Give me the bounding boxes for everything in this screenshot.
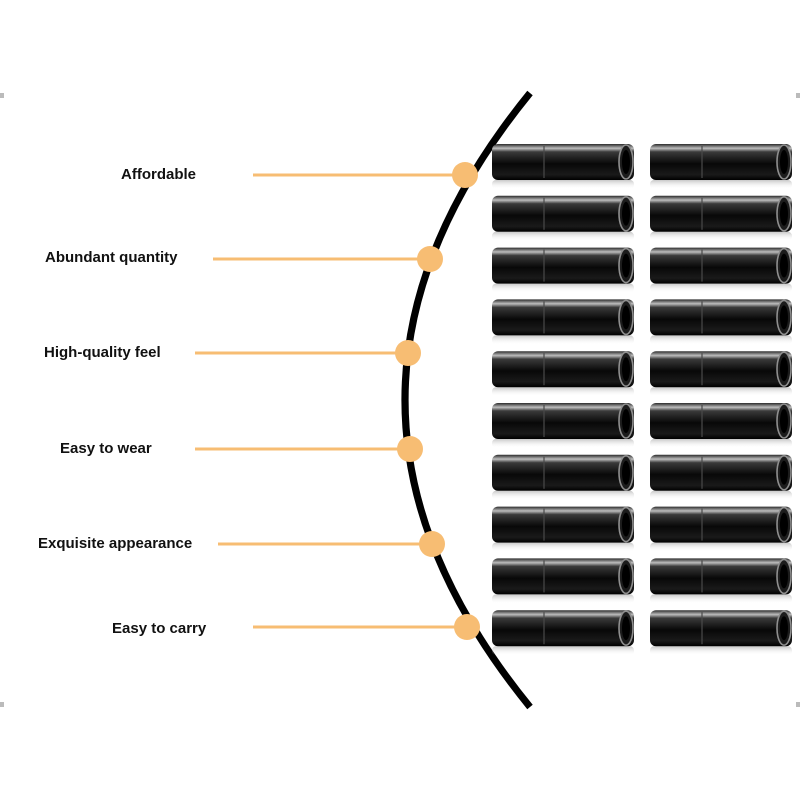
- end-cap-tube-icon: [492, 454, 634, 500]
- end-cap-tube-icon: [492, 403, 634, 448]
- connector-dot: [417, 246, 443, 272]
- edge-mark-right-top: [796, 93, 800, 98]
- end-cap-tube-icon: [650, 506, 792, 552]
- feature-label-easy-to-carry: Easy to carry: [112, 620, 207, 637]
- end-cap-tube-icon: [650, 299, 792, 345]
- connector-dot: [395, 340, 421, 366]
- end-cap-tube-icon: [650, 351, 792, 397]
- end-cap-tube-icon: [650, 610, 792, 656]
- end-cap-tube-icon: [650, 195, 792, 241]
- end-cap-tube-icon: [650, 247, 792, 293]
- end-cap-tube-icon: [492, 195, 634, 241]
- connector-dot: [397, 436, 423, 462]
- end-cap-tube-icon: [492, 351, 634, 397]
- connector-dot: [454, 614, 480, 640]
- end-cap-tube-icon: [492, 247, 634, 293]
- connector-dot: [419, 531, 445, 557]
- feature-label-abundant-quantity: Abundant quantity: [45, 249, 178, 266]
- end-cap-tube-icon: [650, 454, 792, 500]
- end-cap-tube-icon: [492, 610, 634, 656]
- edge-mark-right-bottom: [796, 702, 800, 707]
- feature-connectors: [195, 162, 480, 640]
- feature-label-high-quality-feel: High-quality feel: [44, 344, 161, 361]
- end-cap-tube-icon: [492, 506, 634, 552]
- connector-dot: [452, 162, 478, 188]
- edge-mark-left-bottom: [0, 702, 4, 707]
- end-cap-tube-icon: [492, 144, 634, 189]
- end-cap-tube-icon: [492, 558, 634, 604]
- end-cap-tube-icon: [650, 144, 792, 189]
- end-cap-tube-icon: [650, 403, 792, 448]
- feature-label-easy-to-wear: Easy to wear: [60, 440, 152, 457]
- end-cap-tube-icon: [492, 299, 634, 345]
- edge-mark-left-top: [0, 93, 4, 98]
- feature-label-exquisite-appearance: Exquisite appearance: [38, 535, 193, 552]
- feature-label-affordable: Affordable: [121, 166, 196, 183]
- tube-grid: [492, 144, 792, 656]
- end-cap-tube-icon: [650, 558, 792, 604]
